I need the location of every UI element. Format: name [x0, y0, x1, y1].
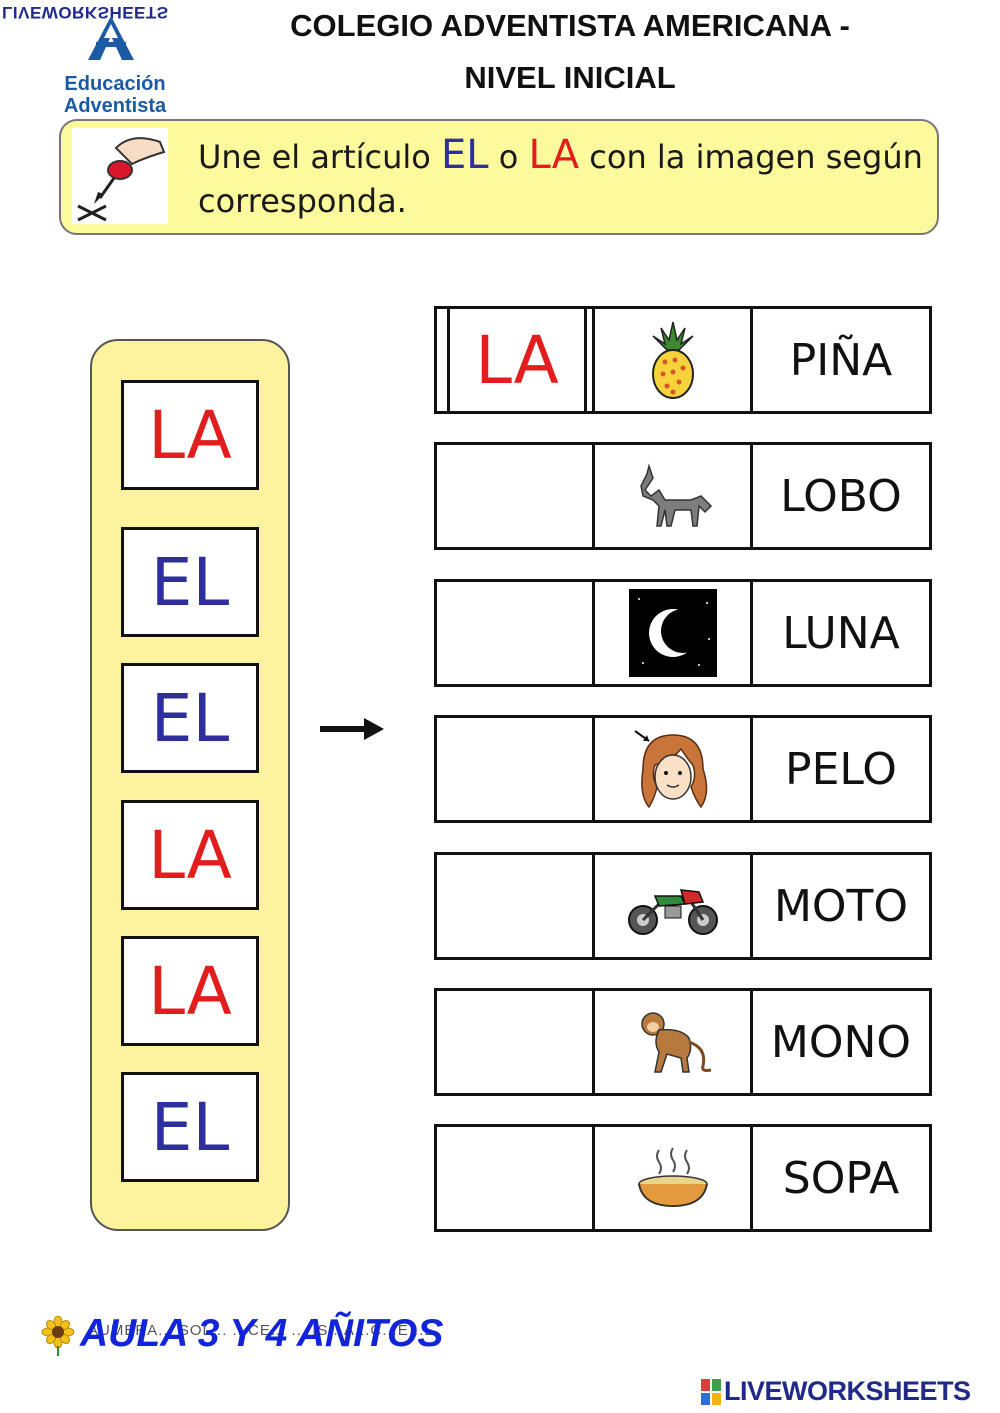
article-tile-la[interactable]: LA: [121, 380, 259, 490]
article-tile-el[interactable]: EL: [121, 1072, 259, 1182]
hair-icon: [595, 718, 753, 820]
instruction-box: [59, 119, 939, 235]
drop-zone[interactable]: [437, 1127, 595, 1229]
drop-zone[interactable]: [437, 582, 595, 684]
article-tile-el[interactable]: EL: [121, 527, 259, 637]
drag-and-drop-icon: [72, 128, 168, 224]
page-title-line1: COLEGIO ADVENTISTA AMERICANA -: [290, 8, 850, 43]
article-tile-la[interactable]: LA: [121, 936, 259, 1046]
logo-line2: Adventista: [63, 95, 167, 117]
word-label: LUNA: [782, 607, 900, 659]
monkey-icon: [595, 991, 753, 1093]
match-row: LUNA: [434, 579, 932, 687]
drop-zone[interactable]: LA: [437, 306, 595, 414]
instruction-part2: o: [498, 138, 519, 176]
instruction-part1: Une el artículo: [198, 138, 431, 176]
right-arrow-icon: [320, 718, 384, 740]
word-label: SOPA: [782, 1152, 900, 1204]
placed-tile-la[interactable]: LA: [447, 306, 587, 414]
keyword-la: LA: [528, 132, 580, 178]
sunflower-icon: [41, 1316, 75, 1356]
word-label: PIÑA: [789, 334, 893, 386]
logo-line1: Educación: [64, 73, 166, 95]
match-row: SOPA: [434, 1124, 932, 1232]
footer-class-label: AULA 3 Y 4 AÑITOS: [80, 1312, 444, 1355]
article-tile-el[interactable]: EL: [121, 663, 259, 773]
pineapple-icon: [595, 309, 753, 411]
footer-underlying-text: AUMERA... SOL... ...CE... ... IS...A...C…: [88, 1322, 434, 1339]
word-label: MONO: [770, 1016, 912, 1068]
education-logo-icon: [88, 16, 134, 60]
word-label: LOBO: [780, 470, 902, 522]
logo-text: Educación Adventista: [40, 73, 190, 117]
article-tile-la[interactable]: LA: [121, 800, 259, 910]
keyword-el: EL: [441, 132, 489, 178]
liveworksheets-logo-icon: [701, 1379, 721, 1405]
wolf-icon: [595, 445, 753, 547]
moon-icon: [595, 582, 753, 684]
match-row: MOTO: [434, 852, 932, 960]
match-row: PELO: [434, 715, 932, 823]
word-label: PELO: [785, 743, 897, 795]
word-label: MOTO: [773, 880, 909, 932]
match-row: LOBO: [434, 442, 932, 550]
liveworksheets-brand: LIVEWORKSHEETS: [724, 1376, 971, 1406]
drop-zone[interactable]: [437, 991, 595, 1093]
motorcycle-icon: [595, 855, 753, 957]
instruction-text: Une el artículo EL o LA con la imagen se…: [198, 133, 928, 223]
soup-icon: [595, 1127, 753, 1229]
match-row: MONO: [434, 988, 932, 1096]
drop-zone[interactable]: [437, 718, 595, 820]
instruction-part3: con la imagen según corresponda.: [198, 138, 923, 220]
drop-zone[interactable]: [437, 445, 595, 547]
page-title-line2: NIVEL INICIAL: [464, 60, 676, 95]
drop-zone[interactable]: [437, 855, 595, 957]
match-row: LA PIÑA: [434, 306, 932, 414]
